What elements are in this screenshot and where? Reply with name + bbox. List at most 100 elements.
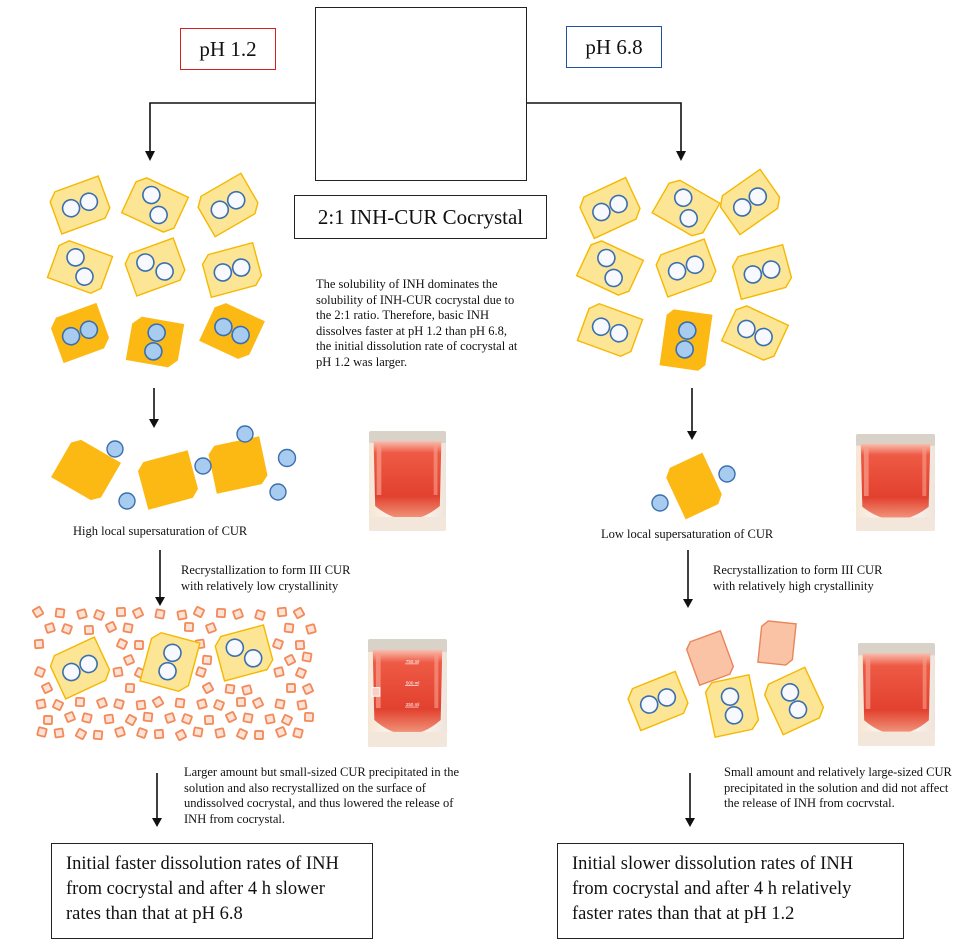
small-cur-precipitate [252, 697, 264, 709]
arrow-right-1-head [687, 431, 697, 440]
small-cur-precipitate [83, 624, 95, 636]
beaker-photo-left-1 [369, 431, 446, 531]
inh-molecule [597, 248, 616, 268]
small-cur-precipitate [33, 638, 45, 650]
cocrystal-particle [139, 631, 201, 693]
inh-molecule [609, 194, 628, 214]
small-cur-precipitate [281, 714, 293, 726]
title-box: 2:1 INH-CUR Cocrystal [294, 195, 547, 239]
small-cur-precipitate [81, 712, 93, 724]
inh-molecule [761, 260, 781, 279]
small-cur-precipitate [125, 714, 137, 726]
inh-molecule [225, 638, 245, 657]
small-cur-precipitate [294, 639, 306, 651]
small-cur-precipitate [43, 715, 53, 725]
released-inh-molecule [118, 492, 136, 510]
small-cur-precipitate [196, 698, 208, 710]
inh-molecule [231, 258, 251, 277]
cocrystal-particle [124, 237, 186, 297]
arrow-left-2-head [155, 597, 165, 606]
small-cur-precipitate [135, 699, 147, 711]
volume-mark: 250 ml [406, 702, 420, 707]
inh-molecule [685, 255, 705, 275]
small-cur-precipitate [195, 666, 207, 678]
small-cur-precipitate [136, 727, 148, 739]
small-cur-precipitate [275, 726, 287, 738]
small-cur-precipitate [64, 711, 76, 723]
small-cur-precipitate [92, 729, 104, 741]
small-cur-precipitate [175, 729, 187, 741]
inh-molecule [155, 262, 174, 281]
solution [373, 441, 442, 520]
small-cur-precipitate [273, 666, 285, 678]
small-cur-precipitate [44, 622, 56, 634]
arrow-right-2-head [683, 599, 693, 608]
released-inh-molecule [277, 448, 297, 468]
small-cur-precipitate [134, 640, 144, 650]
small-cur-precipitate [283, 622, 295, 634]
small-cur-precipitate [153, 728, 165, 740]
inh-molecule [737, 319, 756, 339]
inh-molecule [609, 323, 629, 343]
dissolving-cocrystal [125, 316, 185, 368]
small-cur-precipitate [241, 684, 253, 696]
left-precipitation-caption: Larger amount but small-sized CUR precip… [184, 765, 460, 826]
arrow-to-right [527, 102, 682, 152]
small-cur-precipitate [53, 727, 65, 739]
small-cur-precipitate [215, 607, 227, 619]
inh-molecule [79, 654, 98, 674]
inh-molecule [592, 202, 611, 222]
small-cur-precipitate [112, 666, 124, 678]
arrow-to-left [149, 102, 315, 152]
inh-molecule [673, 188, 693, 208]
small-cur-precipitate [193, 606, 205, 618]
small-cur-precipitate [235, 696, 247, 708]
small-cur-precipitate [76, 608, 88, 620]
solubility-note: The solubility of INH dominates the solu… [316, 277, 518, 369]
left-conclusion-box: Initial faster dissolution rates of INH … [51, 843, 373, 939]
small-cur-precipitate [176, 609, 188, 621]
cocrystal-lattice-box [315, 7, 527, 181]
small-cur-precipitate [214, 727, 226, 739]
inh-molecule [142, 185, 161, 205]
arrow-layer [145, 102, 697, 827]
small-cur-precipitate [242, 712, 254, 724]
small-cur-precipitate [296, 699, 308, 711]
inh-molecule [66, 248, 85, 267]
small-cur-precipitate [303, 711, 315, 723]
inh-molecule [61, 198, 81, 218]
small-cur-precipitate [75, 728, 87, 740]
inh-molecule [675, 340, 694, 359]
small-cur-precipitate [203, 714, 215, 726]
dissolving-cocrystal [659, 309, 713, 371]
right-supersaturation-caption: Low local supersaturation of CUR [601, 527, 774, 541]
inh-molecule [788, 700, 808, 719]
small-cur-precipitate [225, 711, 237, 723]
cur-residue [51, 439, 121, 501]
inh-molecule [147, 323, 166, 342]
inh-molecule [136, 253, 155, 272]
small-cur-precipitate [274, 698, 286, 710]
inh-molecule [243, 649, 263, 668]
inh-molecule [231, 325, 250, 345]
cocrystal-particle [763, 666, 825, 736]
ph-left-text: pH 1.2 [199, 37, 257, 61]
volume-mark: 500 ml [406, 680, 420, 685]
released-inh-molecule [651, 494, 669, 512]
released-inh-molecule [194, 457, 212, 475]
cur-residue [208, 436, 268, 494]
inh-molecule [667, 261, 687, 281]
small-cur-precipitate [205, 622, 217, 634]
small-cur-precipitate [54, 607, 66, 619]
small-cur-precipitate [152, 696, 164, 708]
released-inh-molecule [718, 465, 736, 483]
small-cur-precipitate [114, 726, 126, 738]
small-cur-precipitate [302, 683, 314, 695]
right-conclusion-box: Initial slower dissolution rates of INH … [557, 843, 904, 939]
cocrystal-particle [46, 240, 114, 294]
inh-molecule [639, 695, 659, 714]
small-cur-precipitate [301, 651, 313, 663]
inh-molecule [657, 688, 677, 707]
small-cur-precipitate [264, 713, 276, 725]
